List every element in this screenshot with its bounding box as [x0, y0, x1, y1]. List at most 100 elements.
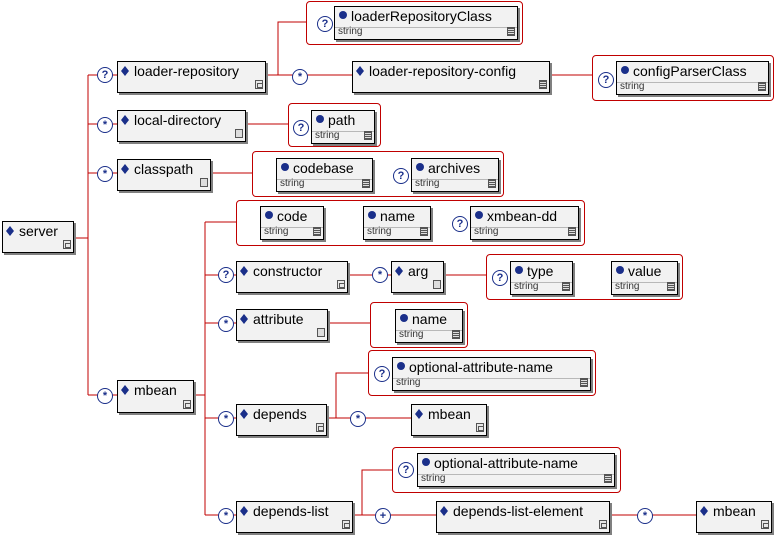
- attribute-type-icon: [568, 227, 576, 236]
- attribute-type-icon: [313, 227, 321, 236]
- optional-badge: ?: [598, 72, 614, 88]
- xmbean-dd-attribute[interactable]: xmbean-dd string: [470, 206, 579, 240]
- element-icon: [240, 409, 248, 419]
- sequence-icon: [761, 520, 769, 529]
- attribute-icon: [339, 11, 347, 19]
- loader-repository-class-attribute[interactable]: loaderRepositoryClass string: [334, 6, 518, 40]
- depends-list-optional-attribute-name-attribute[interactable]: optional-attribute-name string: [417, 453, 615, 487]
- attribute-icon: [475, 211, 483, 219]
- sequence-icon: [316, 423, 324, 432]
- zero-or-more-badge: *: [97, 166, 113, 182]
- attribute-type-icon: [362, 179, 370, 188]
- empty-content-icon: [200, 178, 208, 187]
- attribute-icon: [397, 362, 405, 370]
- element-icon: [395, 266, 403, 276]
- mixed-content-icon: [317, 328, 325, 337]
- group-local-directory-attrs: [288, 103, 381, 147]
- group-arg-attrs: [486, 254, 683, 300]
- config-parser-class-attribute[interactable]: configParserClass string: [616, 61, 769, 95]
- zero-or-more-badge: *: [372, 267, 388, 283]
- code-attribute[interactable]: code string: [260, 206, 324, 240]
- optional-attribute-name-attribute[interactable]: optional-attribute-name string: [392, 357, 591, 391]
- element-icon: [356, 66, 364, 76]
- element-icon: [121, 164, 129, 174]
- attribute-name-attribute[interactable]: name string: [395, 309, 463, 343]
- zero-or-more-badge: *: [218, 508, 234, 524]
- attribute-icon: [265, 211, 273, 219]
- zero-or-more-badge: *: [637, 508, 653, 524]
- attribute-type-icon: [580, 378, 588, 387]
- attribute-type-icon: [452, 330, 460, 339]
- empty-content-icon: [433, 280, 441, 289]
- attribute-type-icon: [667, 282, 675, 291]
- element-icon: [700, 506, 708, 516]
- type-attribute[interactable]: type string: [510, 261, 573, 295]
- sequence-icon: [255, 80, 263, 89]
- attribute-type-icon: [420, 227, 428, 236]
- optional-badge: ?: [218, 267, 234, 283]
- mbean-element[interactable]: mbean: [117, 380, 194, 413]
- group-depends-attrs: [368, 350, 596, 396]
- optional-badge: ?: [293, 120, 309, 136]
- name-attribute[interactable]: name string: [363, 206, 431, 240]
- local-directory-element[interactable]: local-directory: [117, 110, 246, 142]
- archives-attribute[interactable]: archives string: [411, 158, 499, 192]
- group-mbean-attrs: [236, 200, 585, 246]
- constructor-element[interactable]: constructor: [236, 261, 348, 293]
- empty-content-icon: [235, 129, 243, 138]
- element-icon: [6, 226, 14, 236]
- sequence-icon: [342, 520, 350, 529]
- sequence-icon: [599, 520, 607, 529]
- element-icon: [240, 266, 248, 276]
- element-icon: [415, 409, 423, 419]
- depends-list-element[interactable]: depends-list: [236, 501, 353, 533]
- loader-repository-config-element[interactable]: loader-repository-config: [352, 61, 550, 93]
- zero-or-more-badge: *: [218, 411, 234, 427]
- sequence-icon: [476, 423, 484, 432]
- attribute-icon: [621, 66, 629, 74]
- optional-badge: ?: [398, 462, 414, 478]
- element-icon: [240, 314, 248, 324]
- attribute-type-icon: [364, 131, 372, 140]
- group-attribute-attrs: [370, 302, 468, 348]
- attribute-type-icon: [507, 27, 515, 36]
- value-attribute[interactable]: value string: [611, 261, 678, 295]
- optional-badge: ?: [317, 16, 333, 32]
- zero-or-more-badge: *: [218, 316, 234, 332]
- one-or-more-badge: +: [375, 508, 391, 524]
- depends-list-element-mbean-element[interactable]: mbean: [696, 501, 772, 533]
- loader-repository-element[interactable]: loader-repository: [117, 61, 266, 93]
- classpath-element[interactable]: classpath: [117, 159, 211, 191]
- zero-or-more-badge: *: [292, 69, 308, 85]
- sequence-icon: [183, 400, 191, 409]
- element-icon: [240, 506, 248, 516]
- group-loader-repository-attrs: [306, 1, 523, 45]
- element-icon: [121, 66, 129, 76]
- attribute-element[interactable]: attribute: [236, 309, 328, 341]
- sequence-icon: [63, 240, 71, 249]
- optional-badge: ?: [393, 168, 409, 184]
- optional-badge: ?: [97, 67, 113, 83]
- sequence-icon: [337, 280, 345, 289]
- codebase-attribute[interactable]: codebase string: [276, 158, 373, 192]
- depends-mbean-element[interactable]: mbean: [411, 404, 487, 436]
- optional-badge: ?: [374, 366, 390, 382]
- path-attribute[interactable]: path string: [311, 110, 375, 144]
- zero-or-more-badge: *: [350, 411, 366, 427]
- server-element[interactable]: server: [2, 221, 74, 253]
- depends-element[interactable]: depends: [236, 404, 327, 436]
- attribute-type-icon: [562, 282, 570, 291]
- attribute-icon: [400, 314, 408, 322]
- attribute-icon: [422, 458, 430, 466]
- group-depends-list-attrs: [392, 447, 621, 493]
- attribute-type-icon: [604, 474, 612, 483]
- depends-list-element-element[interactable]: depends-list-element: [436, 501, 610, 533]
- attribute-icon: [616, 266, 624, 274]
- zero-or-more-badge: *: [97, 388, 113, 404]
- group-classpath-attrs: [252, 151, 504, 197]
- element-icon: [121, 115, 129, 125]
- arg-element[interactable]: arg: [391, 261, 444, 293]
- element-icon: [440, 506, 448, 516]
- attribute-type-icon: [758, 82, 766, 91]
